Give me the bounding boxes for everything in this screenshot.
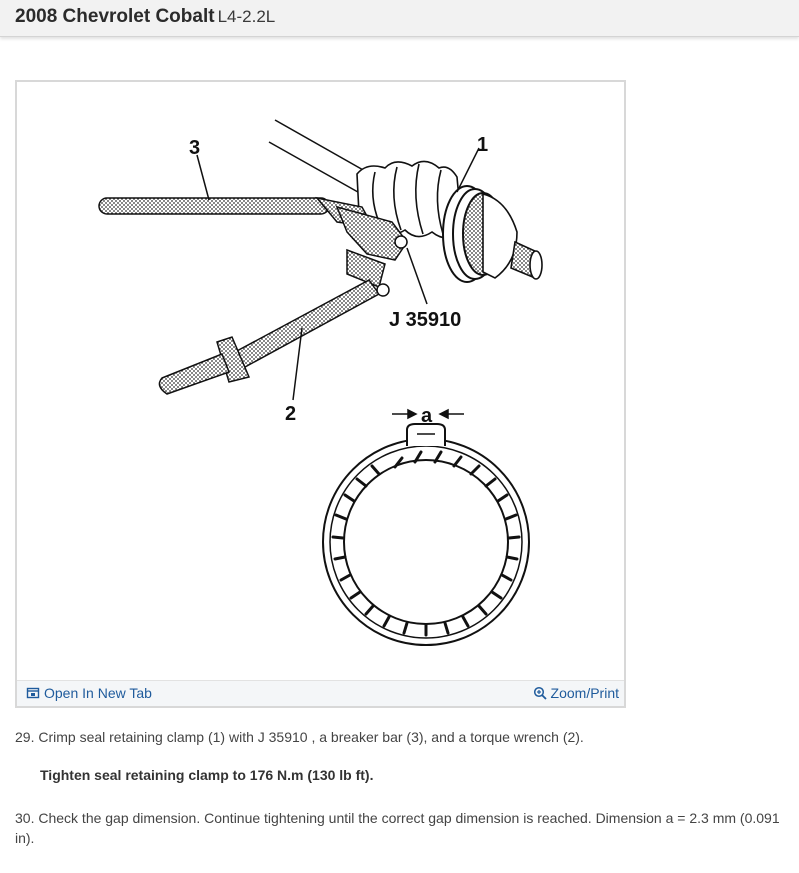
callout-3: 3 — [189, 137, 200, 159]
callout-tool: J 35910 — [389, 309, 461, 331]
magnifier-icon — [533, 686, 547, 700]
clamp-crimping-illustration: 3 1 J 35910 2 a — [98, 119, 543, 646]
open-in-new-tab-label: Open In New Tab — [44, 685, 152, 701]
vehicle-title: 2008 Chevrolet Cobalt — [15, 6, 215, 27]
callout-1: 1 — [477, 134, 488, 156]
open-tab-icon — [26, 687, 40, 699]
engine-label: L4-2.2L — [217, 7, 276, 26]
figure-container: 3 1 J 35910 2 a — [15, 80, 626, 708]
leader-lines — [196, 147, 480, 401]
zoom-print-label: Zoom/Print — [550, 685, 619, 701]
callout-gap: a — [421, 405, 433, 427]
step-29-text: 29. Crimp seal retaining clamp (1) with … — [15, 729, 584, 745]
gap-dimension — [392, 408, 464, 420]
torque-wrench — [158, 279, 390, 395]
open-in-new-tab-link[interactable]: Open In New Tab — [26, 685, 152, 701]
step-29-torque-spec: Tighten seal retaining clamp to 176 N.m … — [40, 767, 374, 783]
axle-shaft — [268, 119, 373, 197]
breaker-bar — [98, 196, 375, 228]
clamp-cross-section — [322, 423, 530, 646]
crimp-tool — [335, 205, 408, 289]
zoom-print-link[interactable]: Zoom/Print — [533, 685, 619, 701]
step-30-text: 30. Check the gap dimension. Continue ti… — [15, 810, 780, 846]
callout-2: 2 — [285, 403, 296, 425]
cv-joint-housing — [482, 192, 543, 280]
figure-toolbar: Open In New Tab Zoom/Print — [17, 680, 624, 706]
